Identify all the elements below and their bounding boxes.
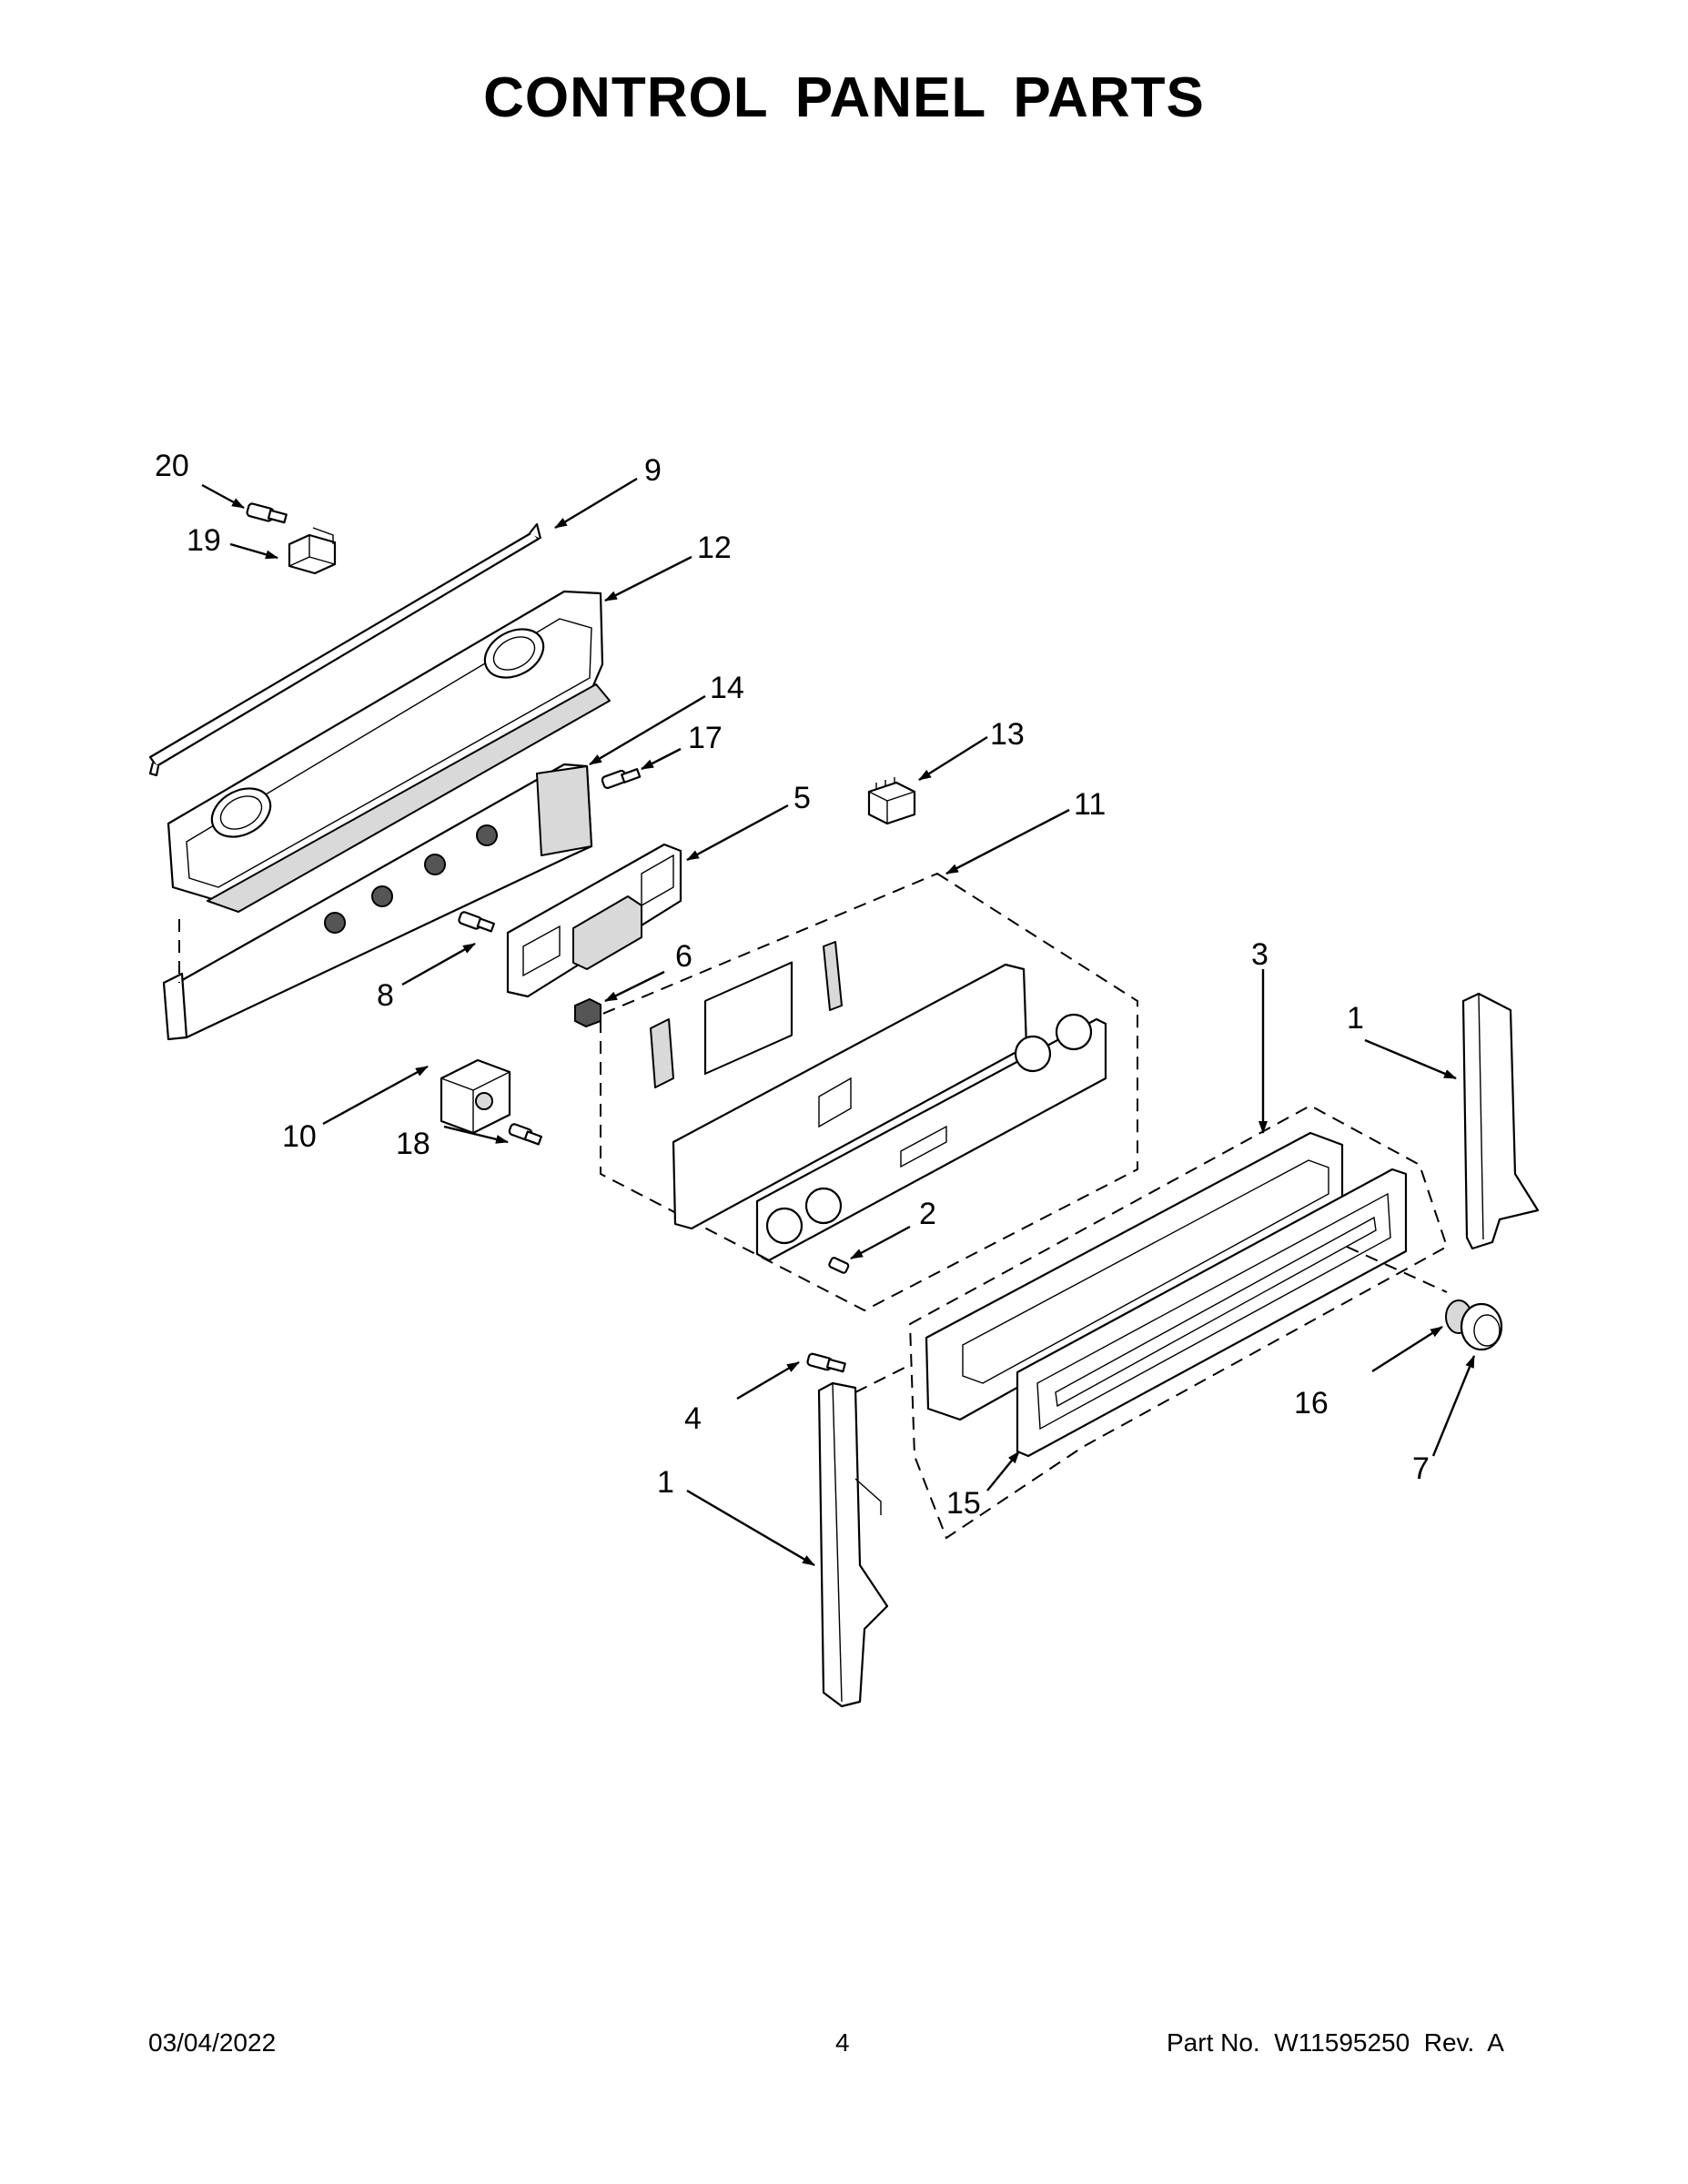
- callout-5: 5: [793, 781, 811, 815]
- part-1-right-end-cap: [1461, 992, 1540, 1250]
- callout-19: 19: [187, 523, 221, 558]
- callout-13: 13: [990, 717, 1025, 752]
- callout-10: 10: [282, 1119, 317, 1154]
- part-12-console-housing: [167, 590, 611, 913]
- callout-1-right: 1: [1347, 1001, 1364, 1036]
- callout-labels: 20 9 19 12 14 17 13 5 11 8 6 10 18 3 1 2…: [155, 449, 1430, 1521]
- part-9-trim-strip: [148, 522, 542, 777]
- callout-7: 7: [1412, 1451, 1430, 1486]
- footer-part-number: Part No. W11595250 Rev. A: [1167, 2028, 1504, 2057]
- part-4-screw: [806, 1352, 846, 1373]
- part-11-assembly-outline: [600, 872, 1138, 1312]
- part-5-control-board: [506, 843, 682, 998]
- part-2-screw: [828, 1257, 850, 1274]
- leader-lines: [201, 477, 1476, 1567]
- callout-16: 16: [1294, 1386, 1329, 1421]
- callout-9: 9: [644, 453, 662, 488]
- part-10-rotary-switch: [440, 1058, 511, 1135]
- callout-17: 17: [688, 721, 723, 755]
- part-1-left-end-cap: [817, 1381, 889, 1708]
- part-8-screw: [458, 911, 495, 933]
- part-7-knob: [1460, 1302, 1503, 1351]
- callout-11: 11: [1074, 787, 1106, 822]
- part-17-screw: [601, 768, 642, 789]
- part-6-switch: [574, 997, 601, 1028]
- callout-4: 4: [684, 1401, 702, 1436]
- part-20-screw: [246, 502, 288, 524]
- callout-20: 20: [155, 449, 189, 483]
- part-3-assembly-outline: [908, 1104, 1449, 1540]
- part-13-connector: [867, 777, 916, 825]
- callout-1-left: 1: [657, 1465, 674, 1500]
- part-19-bracket: [288, 527, 337, 575]
- footer-date: 03/04/2022: [148, 2028, 277, 2057]
- part-14-mounting-bracket: [162, 763, 593, 1041]
- callout-18: 18: [396, 1127, 430, 1161]
- footer-page-number: 4: [835, 2028, 850, 2057]
- part-18-screw: [508, 1123, 542, 1146]
- guide-line: [854, 1364, 911, 1393]
- callout-2: 2: [919, 1197, 936, 1231]
- callout-12: 12: [697, 531, 732, 565]
- page-title: CONTROL PANEL PARTS: [483, 66, 1205, 129]
- callout-8: 8: [377, 978, 394, 1013]
- callout-6: 6: [675, 939, 692, 974]
- part-2-control-overlay: [755, 1013, 1107, 1262]
- callout-3: 3: [1251, 937, 1269, 972]
- callout-14: 14: [710, 671, 744, 705]
- callout-15: 15: [946, 1486, 981, 1521]
- guide-line: [1346, 1246, 1448, 1293]
- part-11-panel-plate: [650, 941, 1028, 1230]
